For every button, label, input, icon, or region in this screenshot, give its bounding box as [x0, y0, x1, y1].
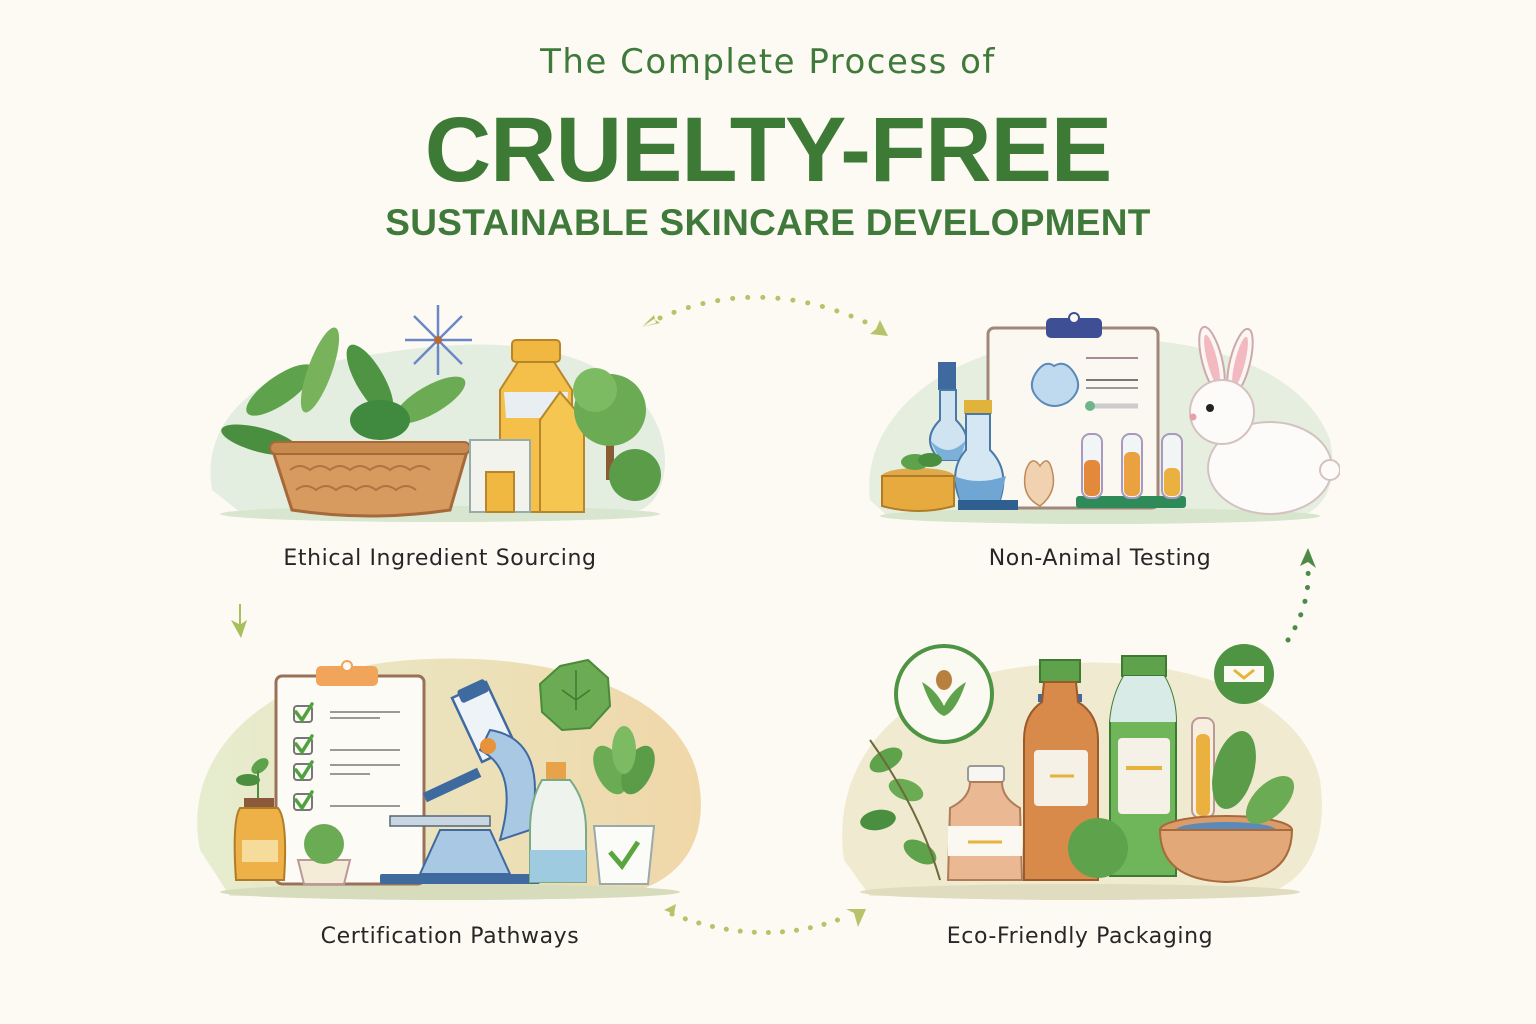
bottle-building-icon — [469, 339, 585, 513]
glass-bottle-icon — [529, 762, 587, 883]
potted-plant-icon — [592, 726, 656, 885]
tree-icon — [573, 368, 661, 501]
checklist-clipboard-icon — [274, 660, 426, 886]
rabbit-icon — [1189, 325, 1340, 515]
vial-icon — [1191, 717, 1215, 819]
plant-pot-icon — [881, 453, 955, 512]
amber-jar-icon — [233, 758, 287, 881]
step-certification-pathways: Certification Pathways — [190, 630, 710, 960]
page-title: CRUELTY-FREE — [424, 99, 1113, 201]
windmill-icon — [405, 305, 472, 375]
step-label: Non-Animal Testing — [988, 546, 1212, 571]
arrow-down-left — [231, 604, 247, 638]
leaves-icon — [860, 731, 1295, 881]
step-label: Certification Pathways — [320, 924, 580, 949]
microscope-icon — [380, 679, 540, 884]
arc-arrow-top — [642, 294, 888, 336]
small-jar-icon — [946, 765, 1024, 881]
step-ethical-ingredient-sourcing: Ethical Ingredient Sourcing — [200, 300, 680, 590]
green-bottle-icon — [1109, 655, 1177, 877]
arc-arrow-bottom — [664, 904, 866, 935]
step-eco-friendly-packaging: Eco-Friendly Packaging — [830, 630, 1330, 960]
leaf-badge-icon — [538, 658, 612, 732]
basket-icon — [269, 441, 471, 518]
packaging-illustration — [842, 644, 1322, 900]
flask-icon — [929, 362, 1018, 510]
test-tubes-icon — [1023, 433, 1186, 508]
wooden-bowl-icon — [1158, 815, 1294, 884]
page-subtitle: SUSTAINABLE SKINCARE DEVELOPMENT — [385, 202, 1151, 243]
potted-plant-icon — [296, 824, 352, 885]
testing-illustration — [869, 312, 1340, 524]
check-badge-icon — [1214, 644, 1274, 704]
title-pretitle: The Complete Process of — [540, 42, 996, 82]
eco-seal-badge-icon — [894, 644, 994, 744]
step-label: Ethical Ingredient Sourcing — [283, 546, 597, 571]
sourcing-illustration — [210, 305, 666, 522]
step-label: Eco-Friendly Packaging — [946, 924, 1214, 949]
leaves-icon — [221, 327, 466, 456]
certification-illustration — [197, 658, 701, 900]
arrow-up-right — [1285, 548, 1316, 643]
step-non-animal-testing: Non-Animal Testing — [860, 300, 1340, 590]
